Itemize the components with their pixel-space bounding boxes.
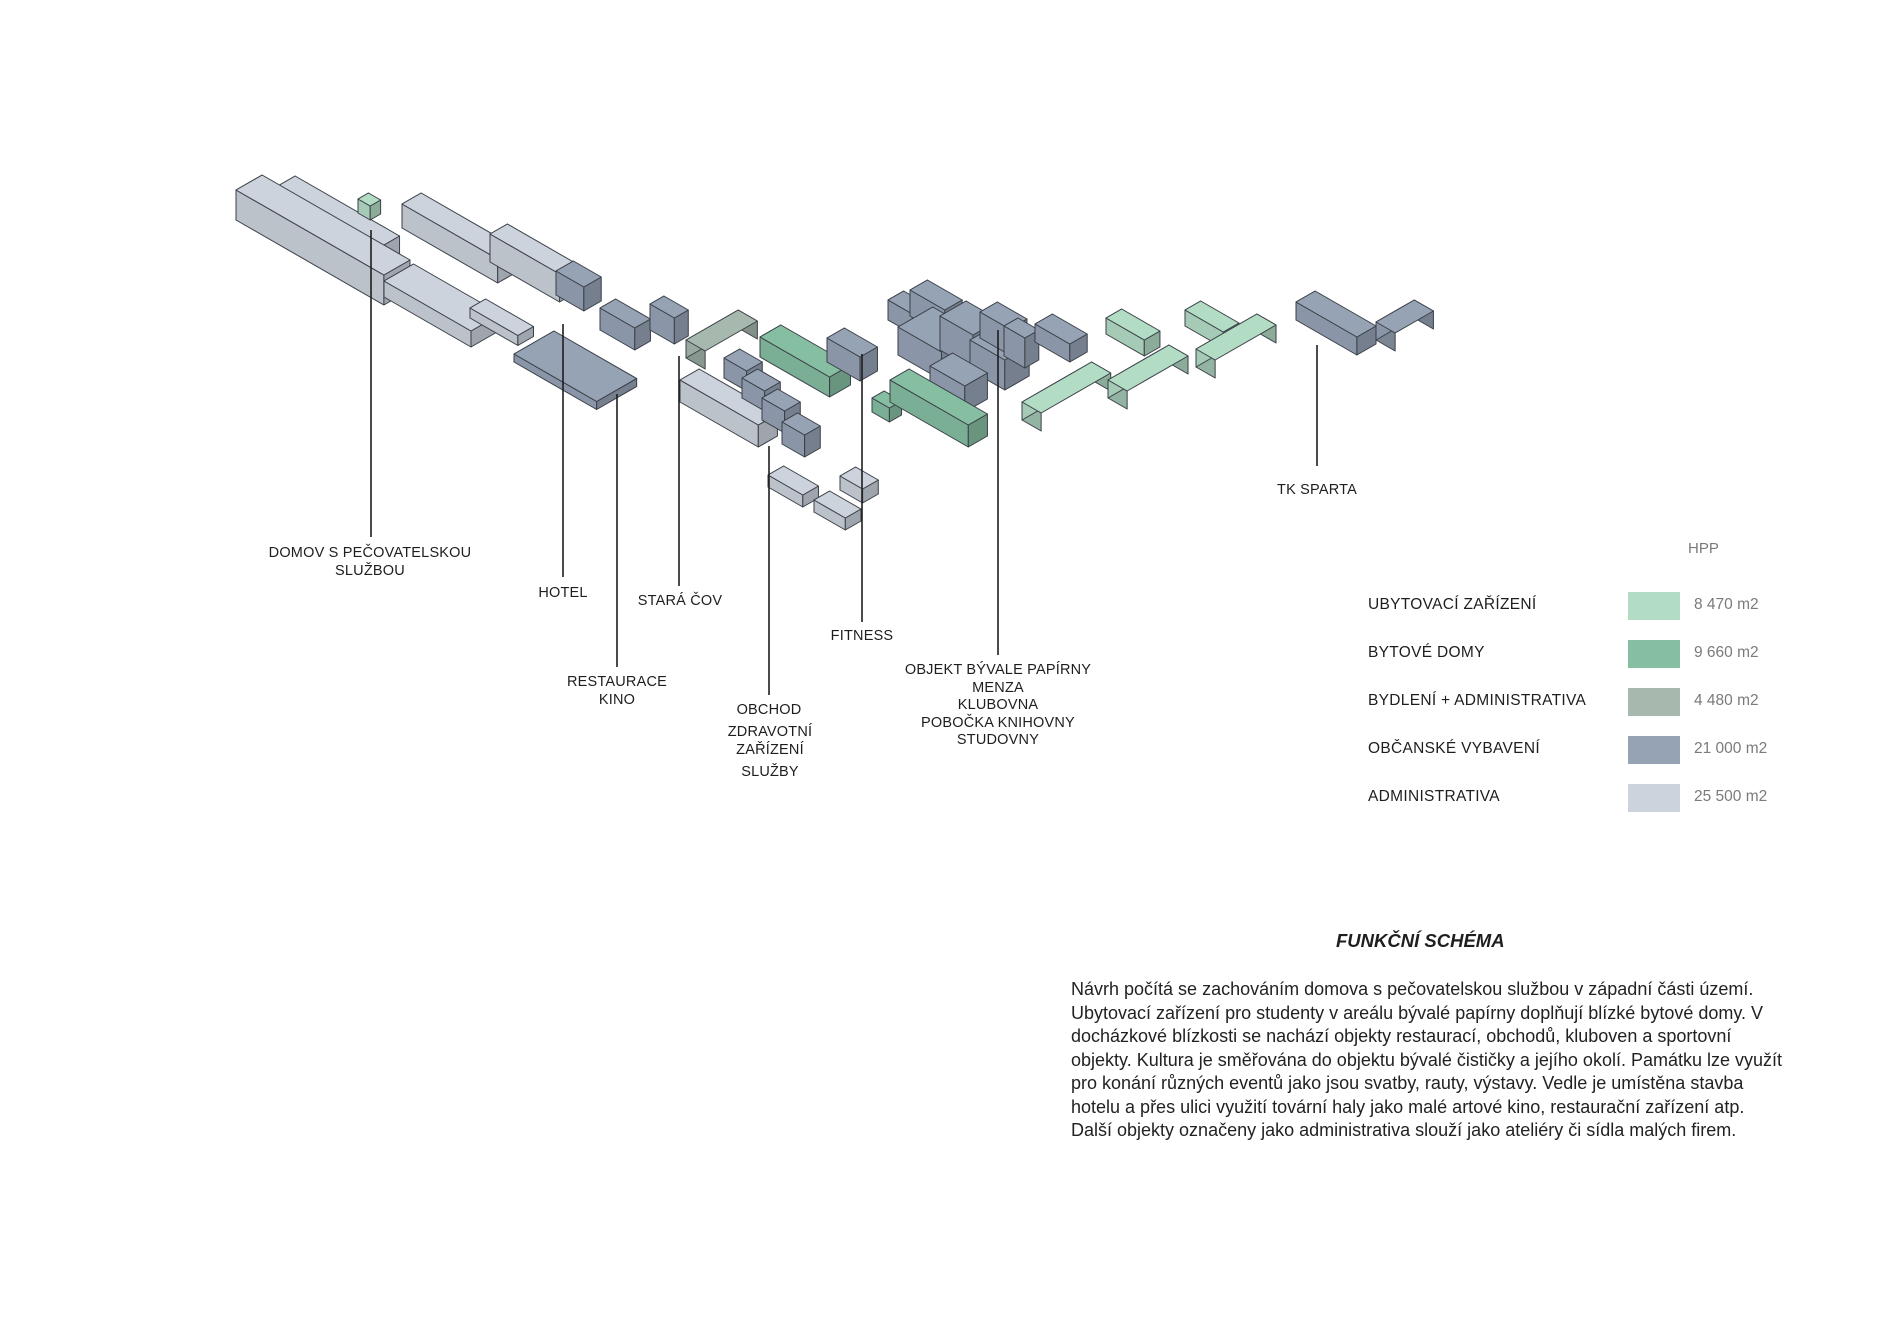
building-block xyxy=(469,298,535,346)
building-face-top xyxy=(555,260,602,288)
legend-swatch xyxy=(1628,688,1680,716)
building-block xyxy=(889,368,988,448)
legend-value: 9 660 m2 xyxy=(1694,644,1759,661)
building-block xyxy=(685,309,758,370)
building-face-top xyxy=(839,466,879,490)
building-face-top xyxy=(513,330,638,402)
description-text: Návrh počítá se zachováním domova s pečo… xyxy=(1071,978,1791,1143)
building-face-top xyxy=(1195,313,1277,361)
building-face-top xyxy=(813,490,862,519)
building-face-top xyxy=(761,388,801,412)
label-domov: DOMOV S PEČOVATELSKOU SLUŽBOU xyxy=(268,545,472,579)
label-sluzby: SLUŽBY xyxy=(741,764,799,780)
building-block xyxy=(781,412,821,458)
building-block xyxy=(357,192,382,221)
building-block xyxy=(1021,361,1112,432)
legend-value: 4 480 m2 xyxy=(1694,692,1759,709)
legend-value: 25 500 m2 xyxy=(1694,788,1768,805)
label-stara-cov: STARÁ ČOV xyxy=(637,593,723,609)
label-tk-sparta: TK SPARTA xyxy=(1277,482,1357,498)
building-face-top xyxy=(469,298,535,336)
legend-label: OBČANSKÉ VYBAVENÍ xyxy=(1368,740,1540,757)
label-hotel: HOTEL xyxy=(538,585,588,601)
legend-item-bytove-domy: BYTOVÉ DOMY 9 660 m2 xyxy=(1368,640,1788,670)
building-face-top xyxy=(1105,308,1161,341)
legend-swatch xyxy=(1628,640,1680,668)
legend-swatch xyxy=(1628,592,1680,620)
building-face-top xyxy=(929,352,988,387)
legend-label: BYDLENÍ + ADMINISTRATIVA xyxy=(1368,692,1587,709)
building-face-top xyxy=(1034,313,1088,345)
label-restaurace-kino: RESTAURACE KINO xyxy=(566,674,668,708)
building-face-top xyxy=(723,348,763,372)
label-zdravotni-zarizeni: ZDRAVOTNÍ ZAŘÍZENÍ xyxy=(727,724,813,758)
legend-value: 8 470 m2 xyxy=(1694,596,1759,613)
building-face-top xyxy=(781,412,821,436)
building-face-top xyxy=(889,368,988,426)
legend-item-bydleni-administrativa: BYDLENÍ + ADMINISTRATIVA 4 480 m2 xyxy=(1368,688,1788,718)
building-face-top xyxy=(649,295,689,319)
building-block xyxy=(767,465,819,508)
building-face-top xyxy=(1021,361,1112,414)
building-block xyxy=(555,260,602,312)
label-fitness: FITNESS xyxy=(830,628,894,644)
legend-label: BYTOVÉ DOMY xyxy=(1368,644,1485,661)
building-face-top xyxy=(235,174,411,276)
description-paragraph: Návrh počítá se zachováním domova s pečo… xyxy=(1071,979,1783,1117)
building-block xyxy=(513,330,638,410)
building-block xyxy=(679,368,778,448)
legend-item-administrativa: ADMINISTRATIVA 25 500 m2 xyxy=(1368,784,1788,814)
building-block xyxy=(1107,344,1189,410)
legend-item-ubytovaci: UBYTOVACÍ ZAŘÍZENÍ 8 470 m2 xyxy=(1368,592,1788,622)
building-face-top xyxy=(1107,344,1189,392)
legend-value: 21 000 m2 xyxy=(1694,740,1768,757)
legend-item-obcanske-vybaveni: OBČANSKÉ VYBAVENÍ 21 000 m2 xyxy=(1368,736,1788,766)
building-block xyxy=(1195,313,1277,379)
label-obchod: OBCHOD xyxy=(736,702,802,718)
building-block xyxy=(1295,290,1377,356)
building-block xyxy=(1034,313,1088,363)
building-face-top xyxy=(1375,299,1434,334)
description-paragraph: Další objekty označeny jako administrati… xyxy=(1071,1120,1737,1140)
building-block xyxy=(813,490,862,531)
building-face-top xyxy=(1184,300,1240,333)
building-face-top xyxy=(685,309,758,352)
building-block xyxy=(599,298,651,351)
building-face-top xyxy=(909,279,963,311)
legend-label: UBYTOVACÍ ZAŘÍZENÍ xyxy=(1368,596,1537,613)
building-block xyxy=(839,466,879,504)
building-block xyxy=(649,295,689,345)
label-objekt-papirny: OBJEKT BÝVALE PAPÍRNY MENZA KLUBOVNA POB… xyxy=(904,662,1092,748)
building-face-top xyxy=(826,327,878,358)
building-face-top xyxy=(741,368,781,392)
legend-swatch xyxy=(1628,736,1680,764)
building-block xyxy=(826,327,878,382)
legend-label: ADMINISTRATIVA xyxy=(1368,788,1500,805)
description-title: FUNKČNÍ SCHÉMA xyxy=(1336,930,1505,951)
legend-header: HPP xyxy=(1688,540,1719,557)
building-face-top xyxy=(357,192,382,207)
building-block xyxy=(1375,299,1434,352)
legend-swatch xyxy=(1628,784,1680,812)
building-face-top xyxy=(767,465,819,496)
building-block xyxy=(1105,308,1161,357)
